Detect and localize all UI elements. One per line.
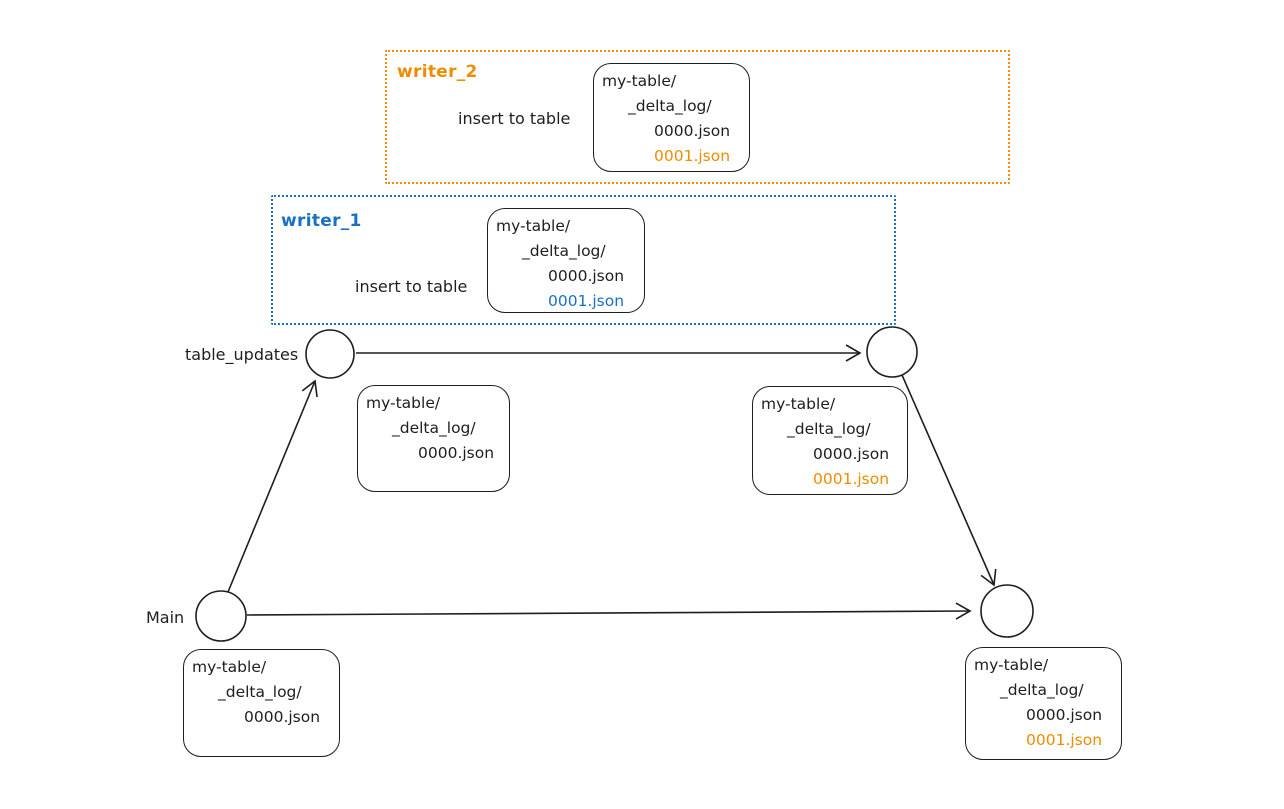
file-box-main-start: my-table/ _delta_log/ 0000.json bbox=[183, 649, 340, 757]
file-line-delta-log: _delta_log/ bbox=[392, 419, 476, 437]
writer-1-action-label: insert to table bbox=[355, 277, 468, 296]
file-line-0000: 0000.json bbox=[244, 708, 321, 726]
writer-2-label: writer_2 bbox=[397, 62, 478, 82]
file-line-delta-log: _delta_log/ bbox=[628, 97, 712, 115]
file-line-0000: 0000.json bbox=[1026, 706, 1103, 724]
commit-node-main-end bbox=[980, 584, 1034, 638]
file-box-writer-2: my-table/ _delta_log/ 0000.json 0001.jso… bbox=[593, 63, 750, 172]
file-line-0001: 0001.json bbox=[813, 470, 890, 488]
branch-label-table-updates: table_updates bbox=[185, 345, 299, 364]
arrow-main-branch bbox=[246, 602, 972, 620]
arrow-main-to-table-updates bbox=[227, 379, 318, 593]
file-line-delta-log: _delta_log/ bbox=[522, 242, 606, 260]
writer-1-label: writer_1 bbox=[281, 211, 362, 231]
file-line-root: my-table/ bbox=[602, 72, 677, 90]
file-line-0001: 0001.json bbox=[654, 147, 731, 165]
commit-node-table-updates-end bbox=[866, 326, 918, 378]
file-line-delta-log: _delta_log/ bbox=[218, 683, 302, 701]
writer-1-group-box bbox=[271, 195, 896, 325]
file-line-root: my-table/ bbox=[761, 395, 836, 413]
file-line-delta-log: _delta_log/ bbox=[1000, 681, 1084, 699]
file-line-0000: 0000.json bbox=[548, 267, 625, 285]
file-line-root: my-table/ bbox=[192, 658, 267, 676]
file-line-0000: 0000.json bbox=[813, 445, 890, 463]
file-line-0001: 0001.json bbox=[1026, 731, 1103, 749]
file-box-main-end: my-table/ _delta_log/ 0000.json 0001.jso… bbox=[965, 647, 1122, 760]
file-line-0000: 0000.json bbox=[654, 122, 731, 140]
file-box-writer-1: my-table/ _delta_log/ 0000.json 0001.jso… bbox=[487, 208, 645, 313]
writer-2-action-label: insert to table bbox=[458, 109, 571, 128]
file-line-root: my-table/ bbox=[366, 394, 441, 412]
file-box-table-updates-start: my-table/ _delta_log/ 0000.json bbox=[357, 385, 510, 492]
file-line-root: my-table/ bbox=[496, 217, 571, 235]
branch-label-main: Main bbox=[146, 608, 185, 627]
file-line-0001: 0001.json bbox=[548, 292, 625, 310]
file-line-0000: 0000.json bbox=[418, 444, 495, 462]
file-box-table-updates-end: my-table/ _delta_log/ 0000.json 0001.jso… bbox=[752, 386, 908, 495]
file-line-delta-log: _delta_log/ bbox=[787, 420, 871, 438]
file-line-root: my-table/ bbox=[974, 656, 1049, 674]
commit-node-main-start bbox=[195, 590, 247, 642]
writer-2-group-box bbox=[385, 50, 1010, 184]
arrow-table-updates-to-main bbox=[901, 374, 997, 587]
commit-node-table-updates-start bbox=[305, 329, 355, 379]
